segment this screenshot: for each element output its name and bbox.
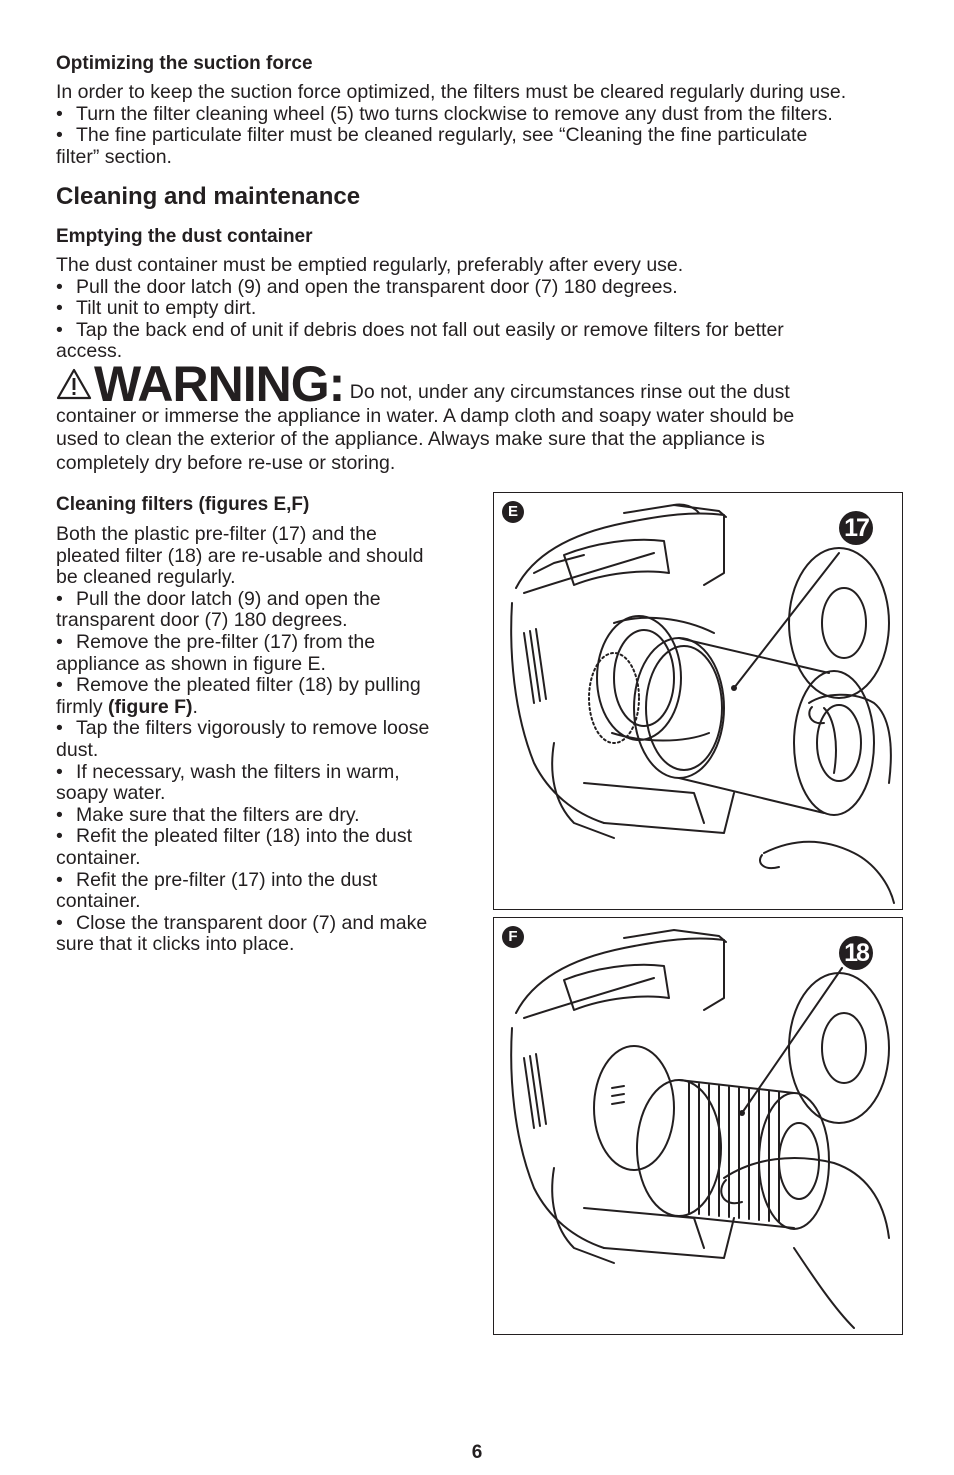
text-line: Both the plastic pre-filter (17) and the (56, 523, 377, 545)
text-line: be cleaned regularly. (56, 566, 236, 589)
filters-heading: Cleaning filters (figures E,F) (56, 494, 310, 515)
bullet: • (56, 803, 63, 826)
figure-f-illustration (510, 929, 890, 1329)
warning-triangle-icon (56, 368, 92, 400)
bullet-line: •Refit the pre-filter (17) into the dust (56, 868, 378, 891)
bullet-line: •Pull the door latch (9) and open the (56, 587, 381, 610)
text-line: access. (56, 340, 123, 363)
bullet-line: •Make sure that the filters are dry. (56, 803, 360, 826)
emptying-text: The dust container must be emptied regul… (56, 254, 784, 363)
bullet: • (56, 717, 63, 740)
text-line: soapy water. (56, 782, 166, 805)
suction-text: In order to keep the suction force optim… (56, 81, 847, 168)
text-line: container. (56, 890, 141, 913)
figure-e: E 17 (493, 492, 903, 910)
text-line: pleated filter (18) are re-usable and sh… (56, 544, 424, 567)
figure-e-illustration (510, 503, 895, 904)
text-line: firmly (figure F). (56, 695, 198, 718)
emptying-heading: Emptying the dust container (56, 226, 313, 247)
bullet-line: •If necessary, wash the filters in warm, (56, 760, 400, 783)
warning-line: used to clean the exterior of the applia… (56, 428, 765, 451)
warning-text: Do not, under any circumstances rinse ou… (349, 381, 790, 403)
bullet: • (56, 825, 63, 848)
warning-word: WARNING: (94, 356, 345, 412)
bullet: • (56, 587, 63, 610)
bullet-line: •Pull the door latch (9) and open the tr… (56, 275, 678, 298)
text-line: transparent door (7) 180 degrees. (56, 609, 348, 632)
bullet: • (56, 318, 63, 341)
bullet: • (56, 911, 63, 934)
bullet: • (56, 102, 63, 125)
bullet-line: •Turn the filter cleaning wheel (5) two … (56, 102, 833, 125)
text-line: container. (56, 846, 141, 869)
bullet-line: •Tilt unit to empty dirt. (56, 297, 257, 320)
bullet: • (56, 760, 63, 783)
bullet: • (56, 124, 63, 147)
warning-first-line: WARNING: Do not, under any circumstances… (56, 359, 916, 409)
bullet: • (56, 297, 63, 320)
page-number: 6 (471, 1442, 483, 1463)
bullet: • (56, 674, 63, 697)
bullet-line: •Refit the pleated filter (18) into the … (56, 825, 413, 848)
text-line: dust. (56, 738, 99, 761)
figure-e-letter: E (502, 501, 524, 523)
suction-heading: Optimizing the suction force (56, 53, 313, 74)
text-line: appliance as shown in figure E. (56, 652, 326, 675)
warning-line: completely dry before re-use or storing. (56, 452, 396, 475)
filters-text: Both the plastic pre-filter (17) and the… (56, 523, 430, 956)
figure-f-letter: F (502, 926, 524, 948)
text-line: sure that it clicks into place. (56, 933, 295, 956)
bullet-line: •Remove the pre-filter (17) from the (56, 630, 376, 653)
maintenance-heading: Cleaning and maintenance (56, 183, 361, 210)
bullet-line: •Tap the filters vigorously to remove lo… (56, 717, 430, 740)
text-line: The dust container must be emptied regul… (56, 254, 684, 276)
text-line: In order to keep the suction force optim… (56, 81, 847, 103)
figure-f: F 18 (493, 917, 903, 1335)
bullet-line: •Tap the back end of unit if debris does… (56, 318, 784, 341)
bullet-line: •Remove the pleated filter (18) by pulli… (56, 674, 421, 697)
figure-ref: (figure F) (108, 695, 193, 718)
callout-18: 18 (839, 936, 873, 970)
bullet: • (56, 868, 63, 891)
bullet-line: •Close the transparent door (7) and make (56, 911, 428, 934)
warning-block: WARNING: Do not, under any circumstances… (56, 359, 916, 476)
warning-line: container or immerse the appliance in wa… (56, 404, 795, 427)
callout-17: 17 (839, 511, 873, 545)
bullet: • (56, 275, 63, 298)
text-line: filter” section. (56, 145, 172, 168)
bullet: • (56, 630, 63, 653)
bullet-line: •The fine particulate filter must be cle… (56, 124, 808, 147)
